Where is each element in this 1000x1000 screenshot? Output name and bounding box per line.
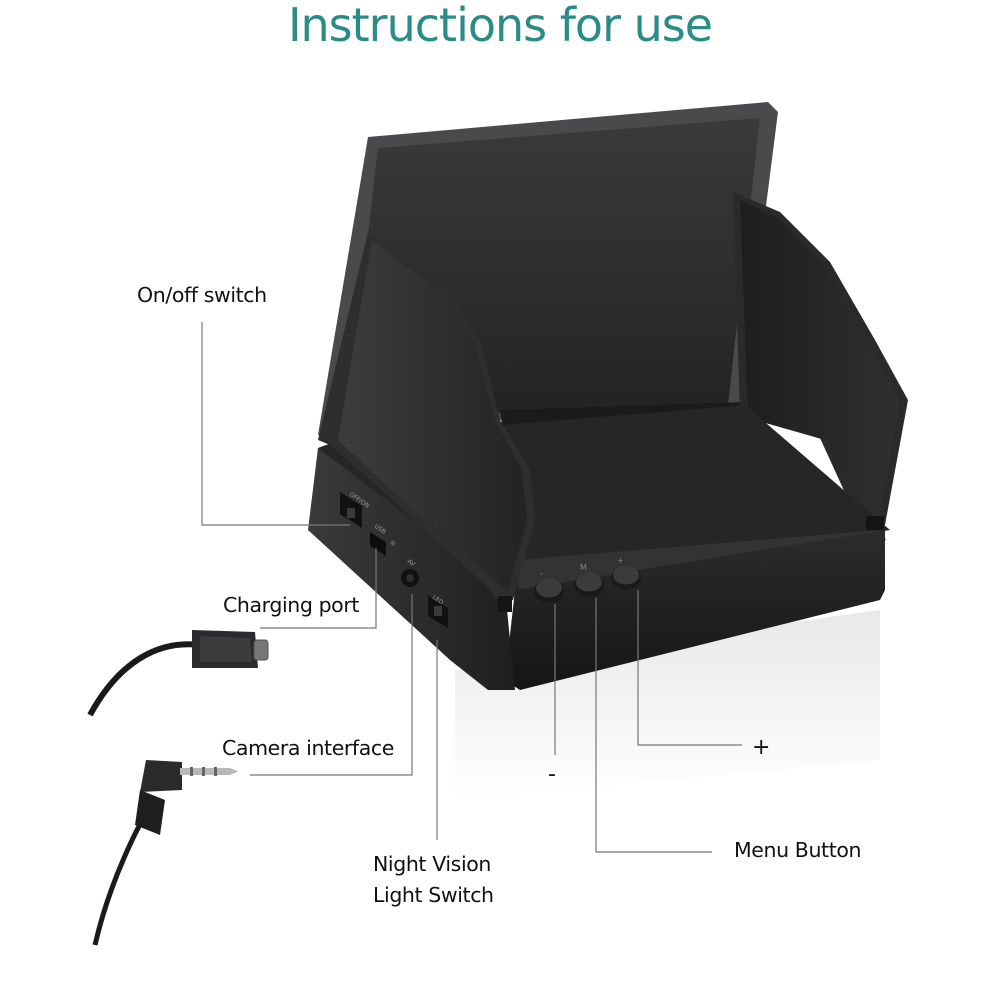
minus-button[interactable]: - (534, 569, 564, 603)
leader-camera (250, 594, 413, 776)
indicator-light (390, 540, 396, 546)
callout-leader-lines (201, 322, 742, 853)
leader-on-off (201, 322, 350, 526)
label-camera-interface: Camera interface (222, 736, 394, 760)
label-charging-port: Charging port (223, 593, 359, 617)
btn-mark-menu: M (580, 563, 587, 572)
base-front (505, 530, 885, 690)
usb-c-cable (87, 630, 269, 717)
leader-charging (260, 548, 377, 629)
menu-button[interactable]: M (574, 563, 604, 597)
btn-mark-minus: - (540, 569, 543, 578)
label-night-vision-line1: Night Vision (373, 852, 491, 876)
leader-plus (637, 590, 742, 746)
port-label-av: AV (406, 558, 417, 569)
label-night-vision-line2: Light Switch (373, 883, 494, 907)
camera-interface-port: AV (401, 558, 419, 587)
av-cable (92, 760, 238, 946)
label-on-off-switch: On/off switch (137, 283, 267, 307)
plus-button[interactable]: + (611, 556, 641, 590)
page-title: Instructions for use (287, 0, 713, 52)
btn-mark-plus: + (617, 556, 624, 565)
label-minus: - (548, 762, 556, 787)
label-plus: + (752, 735, 771, 760)
label-menu-button: Menu Button (734, 838, 862, 862)
